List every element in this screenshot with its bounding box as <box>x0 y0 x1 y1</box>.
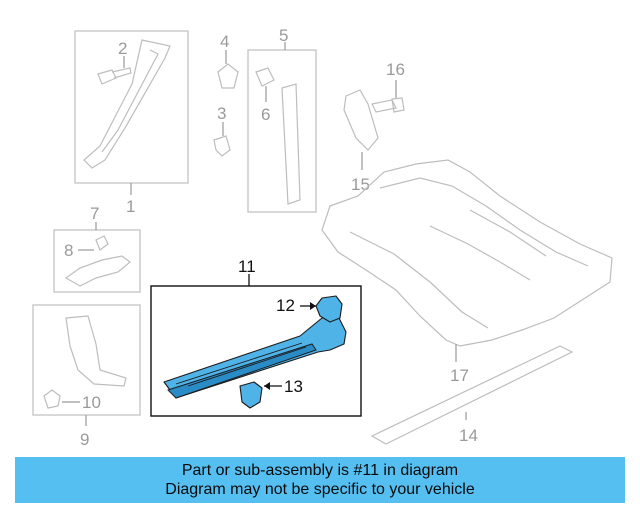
group-kick-panel: 10 9 <box>32 304 141 449</box>
callout-9: 9 <box>80 430 89 449</box>
carpet-outline <box>321 159 613 347</box>
outer-sill-shape <box>370 345 574 445</box>
clip-8-shape <box>95 235 109 251</box>
pillar-trim-inner <box>101 49 159 153</box>
group-b-pillar: 5 6 <box>247 26 317 213</box>
group-inner-sill-highlighted[interactable]: 11 12 13 <box>150 257 362 417</box>
group-outer-sill: 14 <box>370 345 574 445</box>
callout-2: 2 <box>118 39 127 58</box>
leader-13-arrow <box>264 382 270 390</box>
callout-6: 6 <box>261 105 270 124</box>
parts-diagram: 2 1 4 3 5 6 16 15 17 <box>32 26 613 449</box>
bolt-2-shape <box>97 67 132 85</box>
info-banner: Part or sub-assembly is #11 in diagram D… <box>15 457 625 503</box>
leader-12-arrow <box>310 302 316 310</box>
callout-13: 13 <box>284 377 303 396</box>
group-box-1 <box>74 30 189 184</box>
quarter-trim-shape <box>343 89 379 151</box>
callout-17: 17 <box>450 366 469 385</box>
clip-4-shape <box>217 63 239 89</box>
callout-16: 16 <box>386 60 405 79</box>
inner-sill-plate-ribs <box>175 342 307 387</box>
bracket-7-shape <box>64 255 131 287</box>
inner-sill-plate-edge <box>167 343 317 399</box>
group-box-7 <box>53 229 141 293</box>
group-box-5 <box>247 49 317 213</box>
b-pillar-trim-shape <box>281 83 301 205</box>
pillar-trim-shape <box>83 39 171 169</box>
carpet-ridge-2 <box>349 231 489 329</box>
callout-8: 8 <box>64 241 73 260</box>
carpet-ridge-3 <box>429 209 547 281</box>
group-box-11 <box>150 285 362 417</box>
callout-5: 5 <box>279 26 288 45</box>
group-bracket: 7 8 <box>53 204 141 293</box>
group-a-pillar: 2 1 <box>74 30 189 216</box>
callout-11: 11 <box>238 257 256 276</box>
callout-1: 1 <box>126 197 135 216</box>
callout-10: 10 <box>82 393 101 412</box>
banner-line-2: Diagram may not be specific to your vehi… <box>165 481 475 498</box>
clip-10-shape <box>43 389 61 409</box>
group-floor-carpet: 17 <box>321 159 613 385</box>
callout-3: 3 <box>217 104 226 123</box>
clip-12[interactable] <box>315 295 343 323</box>
callout-12: 12 <box>276 296 295 315</box>
clip-6-shape <box>255 67 275 87</box>
clip-13[interactable] <box>239 381 263 409</box>
banner-line-1: Part or sub-assembly is #11 in diagram <box>181 462 459 479</box>
screw-16-shape <box>371 97 405 113</box>
kick-panel-shape <box>65 315 127 387</box>
callout-15: 15 <box>351 175 370 194</box>
clip-3-shape <box>213 135 231 157</box>
group-quarter-trim: 16 15 <box>343 60 405 194</box>
callout-14: 14 <box>459 426 478 445</box>
carpet-ridge-1 <box>379 177 589 267</box>
group-clips-3-4: 4 3 <box>213 32 239 157</box>
callout-7: 7 <box>90 204 99 223</box>
callout-4: 4 <box>220 32 229 51</box>
